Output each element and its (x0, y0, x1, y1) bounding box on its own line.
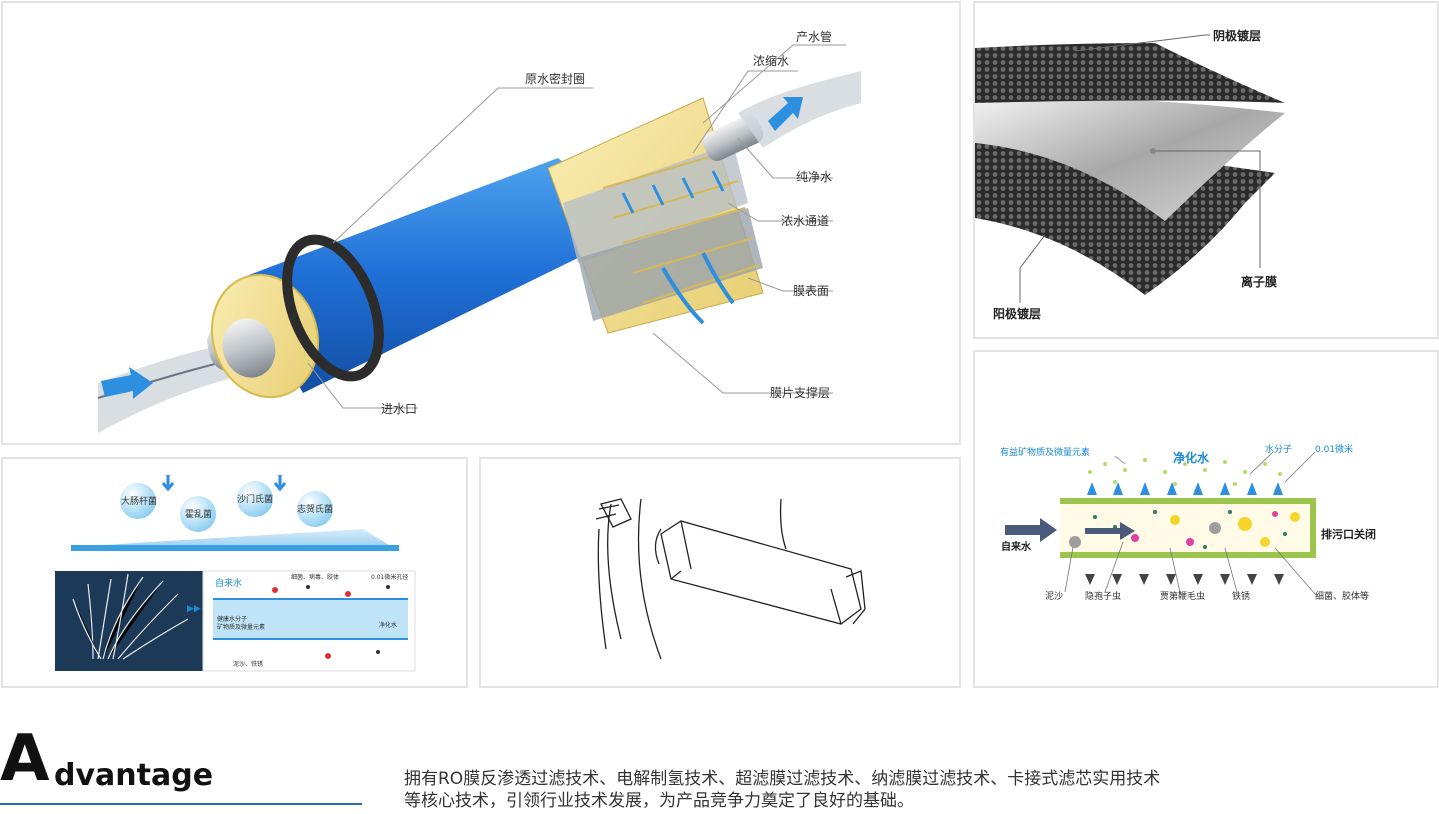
advantage-title-initial: A (0, 722, 50, 796)
nf-label-sand: 泥沙 (1045, 591, 1063, 602)
uf-clean-water: 净化水 (379, 621, 397, 629)
nf-label-giardia: 贾第鞭毛虫 (1160, 590, 1205, 602)
cathode-plated-layer (975, 43, 1285, 103)
label-cathode: 阴极镀层 (1213, 28, 1261, 43)
ro-membrane-illustration: 产水管 浓缩水 原水密封圈 纯净水 浓水通道 膜表面 膜片支撑层 进水口 (97, 29, 861, 433)
ro-membrane-panel: 产水管 浓缩水 原水密封圈 纯净水 浓水通道 膜表面 膜片支撑层 进水口 (1, 1, 961, 445)
uf-membrane-panel: 大肠杆菌 霍乱菌 沙门氏菌 志贺氏菌 ▶▶ (1, 457, 468, 688)
advantage-description: 拥有RO膜反渗透过滤技术、电解制氢技术、超滤膜过滤技术、纳滤膜过滤技术、卡接式滤… (404, 768, 1404, 812)
membrane-tube-body (241, 158, 592, 393)
nf-label-micron: 0.01微米 (1315, 443, 1353, 455)
bacteria-label: 霍乱菌 (185, 508, 212, 520)
cartridge-body (660, 520, 862, 625)
uf-healthy-molecule: 健康水分子 (217, 615, 247, 623)
down-arrow-icon (273, 475, 287, 492)
uf-tap-water: 自来水 (215, 577, 242, 589)
cartridge-drawing-panel (479, 457, 961, 688)
electrolysis-illustration: 阴极镀层 离子膜 阳极镀层 (975, 28, 1285, 321)
inflow-arrow-icon (1005, 518, 1057, 542)
label-anode: 阳极镀层 (993, 306, 1041, 321)
electrolysis-panel: 阴极镀层 离子膜 阳极镀层 (973, 1, 1439, 339)
label-raw-water-seal: 原水密封圈 (525, 71, 585, 86)
uf-membrane-illustration: 大肠杆菌 霍乱菌 沙门氏菌 志贺氏菌 ▶▶ (55, 475, 416, 672)
label-pure-water: 纯净水 (796, 170, 832, 184)
nf-label-drain-closed: 排污口关闭 (1321, 527, 1376, 541)
bacteria-bubble: 沙门氏菌 (237, 481, 273, 517)
label-concentrate-channel: 浓水通道 (781, 214, 829, 228)
bacteria-bubble: 霍乱菌 (180, 496, 216, 532)
inlet-arrow-icon (101, 367, 153, 399)
outlet-arrow-icon (768, 97, 803, 131)
bacteria-label: 大肠杆菌 (121, 495, 157, 507)
uf-sediment: 泥沙、铁锈 (233, 660, 263, 668)
nf-label-minerals: 有益矿物质及微量元素 (1000, 446, 1090, 458)
label-membrane-surface: 膜表面 (793, 284, 829, 298)
label-membrane-support: 膜片支撑层 (770, 385, 830, 400)
down-arrow-icon (161, 475, 175, 492)
uf-minerals: 矿物质及微量元素 (217, 623, 265, 631)
advantage-line-1: 拥有RO膜反渗透过滤技术、电解制氢技术、超滤膜过滤技术、纳滤膜过滤技术、卡接式滤… (404, 769, 1161, 789)
cartridge-line-drawing (595, 498, 866, 660)
nf-label-purified: 净化水 (1173, 450, 1210, 465)
uf-pore-size: 0.01微米孔径 (371, 573, 408, 581)
advantage-line-2: 等核心技术，引领行业技术发展，为产品竞争力奠定了良好的基础。 (404, 791, 914, 811)
nf-label-tap-water: 自来水 (1001, 540, 1032, 553)
nf-label-water-molecule: 水分子 (1265, 443, 1292, 455)
label-concentrate: 浓缩水 (753, 53, 789, 68)
nf-membrane-panel: 有益矿物质及微量元素 净化水 水分子 0.01微米 自来水 排污口关闭 泥沙 隐… (973, 350, 1439, 688)
bacteria-label: 志贺氏菌 (297, 503, 333, 515)
nf-label-bacteria-colloid: 细菌、胶体等 (1315, 590, 1369, 602)
label-inlet: 进水口 (381, 402, 417, 416)
uf-bacteria-note: 细菌、病毒、胶体 (291, 573, 339, 581)
fiber-arrow-icon: ▶▶ (187, 604, 201, 614)
down-arrow-icon (1085, 574, 1284, 585)
label-product-pipe: 产水管 (796, 29, 832, 44)
advantage-title-rest: dvantage (54, 758, 214, 793)
hollow-fiber-photo (55, 571, 203, 671)
bacteria-label: 沙门氏菌 (237, 493, 273, 505)
bacteria-bubble: 大肠杆菌 (120, 483, 157, 519)
nf-membrane-illustration: 有益矿物质及微量元素 净化水 水分子 0.01微米 自来水 排污口关闭 泥沙 隐… (1000, 443, 1376, 602)
nf-particles (1069, 510, 1300, 549)
advantage-underline (0, 803, 362, 805)
label-ion-membrane: 离子膜 (1241, 274, 1277, 289)
nf-label-rust: 铁锈 (1232, 590, 1250, 602)
raw-water-seal-ring (282, 234, 384, 382)
up-arrow-icon (1087, 482, 1283, 495)
nf-tube-bottom-wall (1060, 552, 1315, 558)
bacteria-bubble: 志贺氏菌 (297, 491, 333, 527)
nf-tube-top-wall (1060, 498, 1315, 504)
ion-membrane-layer (975, 97, 1285, 221)
nf-label-crypto: 隐孢子虫 (1085, 590, 1121, 602)
